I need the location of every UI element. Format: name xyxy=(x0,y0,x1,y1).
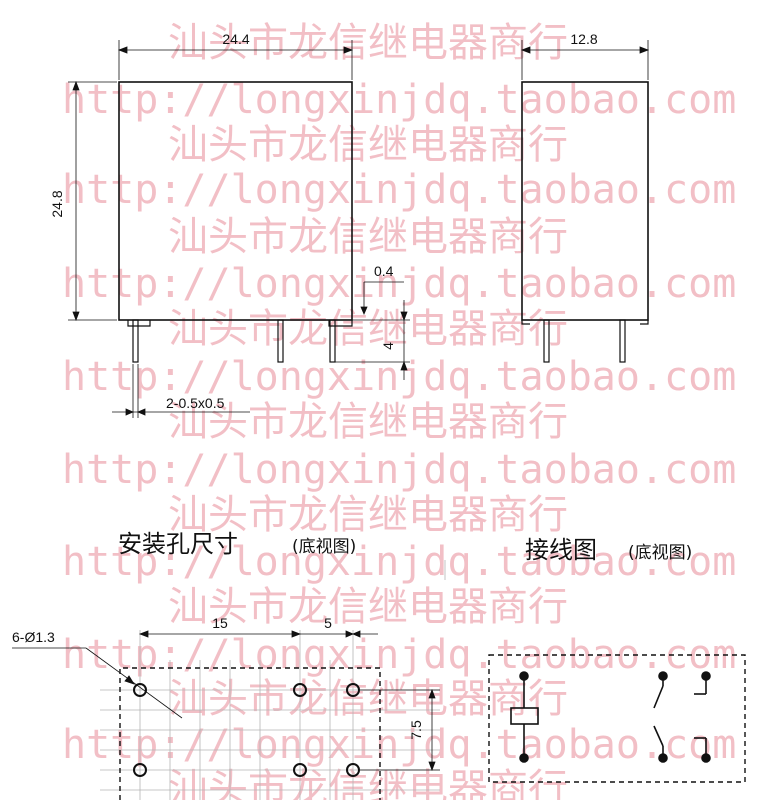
mounting-hole-3 xyxy=(346,683,360,697)
mounting-subtitle: (底视图) xyxy=(292,537,356,557)
wiring-diagram xyxy=(488,654,746,783)
watermark-shop-6: 汕头市龙信继电器商行 xyxy=(168,492,568,538)
watermark-shop-2: 汕头市龙信继电器商行 xyxy=(168,122,568,168)
mounting-dim-15: 15 xyxy=(212,615,228,631)
front-height-dimension xyxy=(68,80,117,322)
side-width-label: 12.8 xyxy=(570,31,597,47)
mounting-dimensions xyxy=(12,630,440,772)
watermark-shop-4: 汕头市龙信继电器商行 xyxy=(168,306,568,352)
watermark-shop-7: 汕头市龙信继电器商行 xyxy=(168,584,568,630)
wiring-subtitle: (底视图) xyxy=(628,543,692,563)
watermark-url-7: http://longxinjdq.taobao.com xyxy=(62,632,736,678)
front-view-body xyxy=(118,81,353,321)
wiring-title: 接线图 xyxy=(525,536,597,564)
side-view-pin-1 xyxy=(543,319,550,363)
mounting-dim-5: 5 xyxy=(324,615,332,631)
mounting-labels: 6-Ø1.3 15 5 7.5 xyxy=(12,615,424,740)
front-pin-size-dimension xyxy=(112,364,250,418)
side-view-foot-right xyxy=(640,320,649,325)
side-view-foot-left xyxy=(521,320,530,325)
watermark-layer: 汕头市龙信继电器商行 http://longxinjdq.taobao.com … xyxy=(62,20,736,800)
watermark-shop-9: 汕头市龙信继电器商行 xyxy=(168,766,568,800)
mounting-title: 安装孔尺寸 xyxy=(118,530,238,558)
watermark-url-5: http://longxinjdq.taobao.com xyxy=(62,447,736,493)
side-view-body xyxy=(521,81,649,321)
side-width-dimension xyxy=(520,40,650,80)
front-height-label: 24.8 xyxy=(49,190,65,217)
front-offset-dimension xyxy=(352,281,410,321)
mounting-hole-4 xyxy=(133,763,147,777)
front-view-pin-1 xyxy=(132,319,139,363)
watermark-url-8: http://longxinjdq.taobao.com xyxy=(62,722,736,768)
contact-no-symbol xyxy=(653,671,711,709)
watermark-url-1: http://longxinjdq.taobao.com xyxy=(62,77,736,123)
front-pin-size-label: 2-0.5x0.5 xyxy=(166,395,225,411)
front-view xyxy=(68,40,410,418)
contact-nc-symbol xyxy=(653,725,711,763)
mounting-holes xyxy=(133,683,360,777)
watermark-shop-8: 汕头市龙信继电器商行 xyxy=(168,676,568,722)
wiring-outline xyxy=(488,654,746,783)
front-view-labels: 24.4 24.8 0.4 4 2-0.5x0.5 xyxy=(49,31,396,411)
front-pin-length-dimension xyxy=(335,300,410,380)
watermark-url-3: http://longxinjdq.taobao.com xyxy=(62,261,736,307)
coil-symbol xyxy=(510,671,539,763)
watermark-shop-1: 汕头市龙信继电器商行 xyxy=(168,20,568,66)
front-pin-length-label: 4 xyxy=(380,342,396,350)
mounting-heading: 安装孔尺寸 (底视图) xyxy=(118,530,356,558)
front-view-pin-2 xyxy=(277,319,284,363)
front-width-dimension xyxy=(117,40,354,80)
watermark-shop-5: 汕头市龙信继电器商行 xyxy=(168,399,568,445)
mounting-hole-2 xyxy=(293,683,307,697)
front-offset-label: 0.4 xyxy=(374,263,394,279)
front-view-pin-3 xyxy=(329,319,336,363)
watermark-url-4: http://longxinjdq.taobao.com xyxy=(62,354,736,400)
mounting-hole-1 xyxy=(133,683,147,697)
wiring-heading: 接线图 (底视图) xyxy=(525,536,692,564)
mounting-holes-label: 6-Ø1.3 xyxy=(12,629,55,645)
front-view-foot-left xyxy=(127,320,151,327)
mounting-layout: 6-Ø1.3 15 5 7.5 xyxy=(12,560,446,800)
front-view-foot-right xyxy=(328,320,353,327)
mounting-outline xyxy=(119,667,381,800)
watermark-shop-3: 汕头市龙信继电器商行 xyxy=(168,214,568,260)
watermark-url-2: http://longxinjdq.taobao.com xyxy=(62,167,736,213)
mounting-hole-6 xyxy=(346,763,360,777)
mounting-dim-7-5: 7.5 xyxy=(408,720,424,740)
mounting-hole-5 xyxy=(293,763,307,777)
front-width-label: 24.4 xyxy=(222,31,249,47)
watermark-url-6: http://longxinjdq.taobao.com xyxy=(62,539,736,585)
side-view-pin-2 xyxy=(619,319,626,363)
side-view xyxy=(520,40,650,363)
